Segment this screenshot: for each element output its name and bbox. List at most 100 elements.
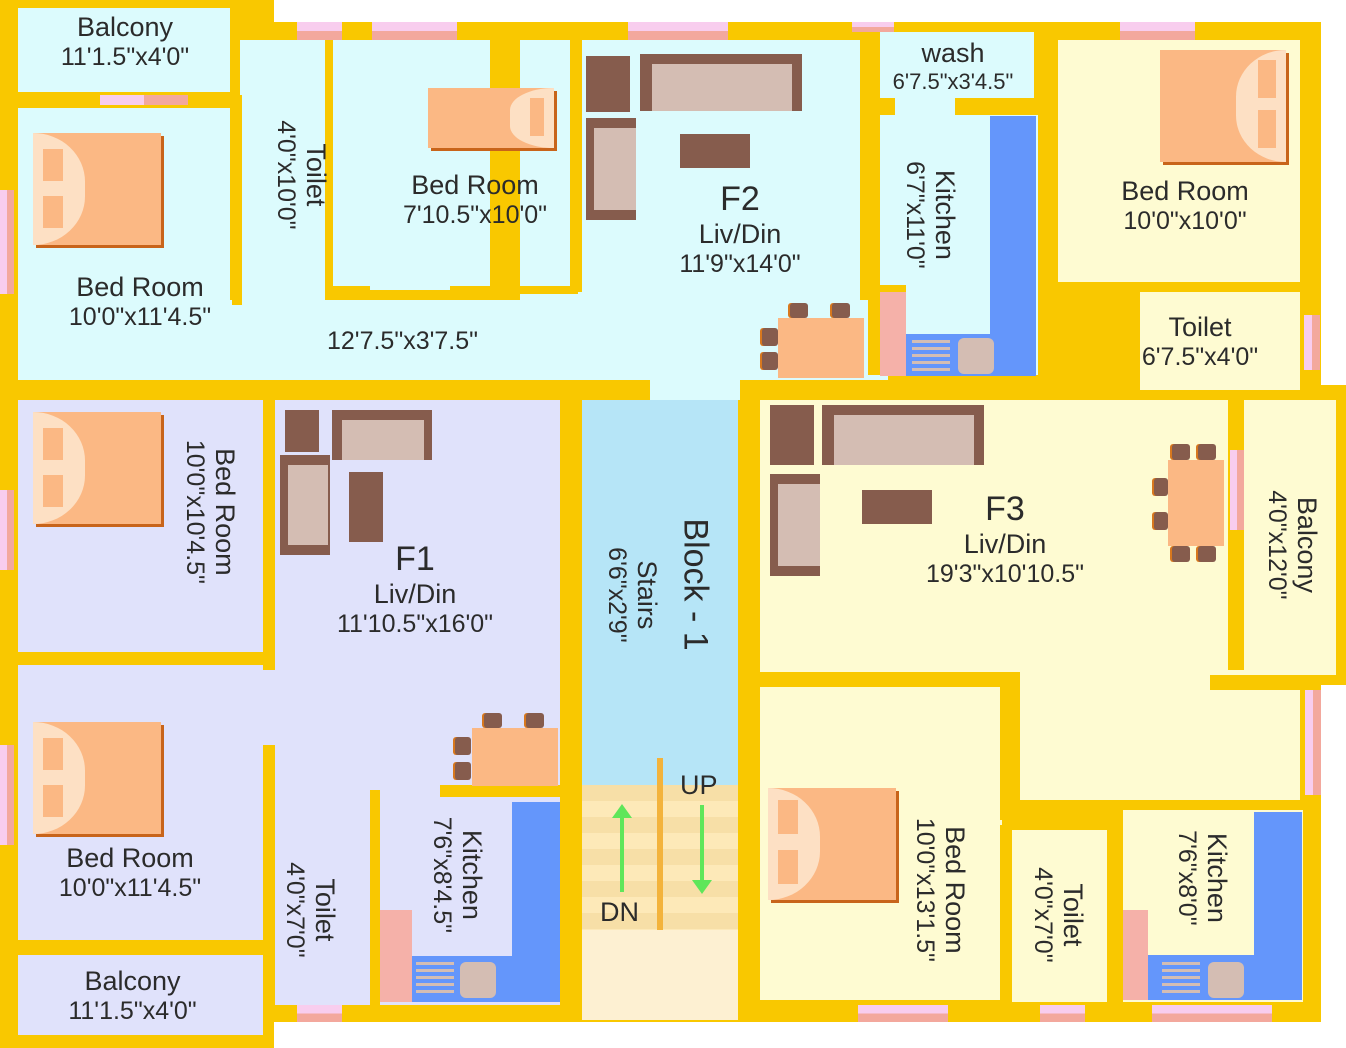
window xyxy=(0,490,14,570)
f2-living-label: F2 Liv/Din 11'9"x14'0" xyxy=(650,180,830,279)
room-dims: 10'0"x11'4.5" xyxy=(68,303,212,332)
room-name: wash xyxy=(921,38,985,68)
stairs-down-label: DN xyxy=(600,897,639,927)
f3-balcony xyxy=(1244,400,1336,675)
wall xyxy=(1130,290,1140,335)
window xyxy=(0,745,14,845)
room-name: Kitchen xyxy=(929,169,960,260)
room-dims: 10'0"x10'0" xyxy=(1123,207,1247,236)
wall xyxy=(1002,830,1012,1005)
room-name: Toilet xyxy=(1168,312,1232,342)
wall xyxy=(230,8,240,100)
f2-bedroom-mid xyxy=(330,40,490,290)
armchair xyxy=(770,405,814,465)
room-name: Toilet xyxy=(300,143,331,207)
f1-bedroom-bottom-label: Bed Room 10'0"x11'4.5" xyxy=(30,843,230,903)
room-name: Bed Room xyxy=(209,448,240,576)
room-name: Balcony xyxy=(84,966,181,996)
room-dims: 10'0"x13'1.5" xyxy=(910,817,939,962)
f3-bedroom-bottom-label: Bed Room 10'0"x13'1.5" xyxy=(910,790,970,990)
room-dims: 10'0"x11'4.5" xyxy=(58,874,202,903)
chair xyxy=(1172,444,1190,460)
f3-toilet-top xyxy=(1140,290,1300,390)
stair-divider xyxy=(657,758,663,930)
bed xyxy=(33,722,161,834)
chair xyxy=(790,303,808,318)
stove-icon xyxy=(416,958,454,997)
room-name: Toilet xyxy=(309,878,340,942)
sink-icon xyxy=(958,338,994,374)
room-name: Liv/Din xyxy=(373,579,457,610)
wall xyxy=(1002,820,1120,830)
room-name: Balcony xyxy=(76,12,174,42)
f2-bedroom-left-label: Bed Room 10'0"x11'4.5" xyxy=(40,272,240,332)
f2-lobby xyxy=(650,370,740,405)
sofa xyxy=(586,118,636,220)
chair xyxy=(1198,546,1216,562)
wall xyxy=(1110,800,1123,1005)
wall xyxy=(1130,282,1300,292)
chair xyxy=(1154,478,1168,496)
sofa xyxy=(822,405,984,465)
f3-kitchen-label: Kitchen 7'6"x8'0" xyxy=(1172,808,1232,948)
armchair xyxy=(285,410,319,452)
window xyxy=(1120,22,1195,40)
coffee-table xyxy=(862,490,932,524)
room-dims: 10'0"x10'4.5" xyxy=(180,439,209,584)
sofa xyxy=(332,410,432,460)
room-dims: 6'7"x11'0" xyxy=(900,161,929,269)
stove-icon xyxy=(1162,958,1200,997)
room-dims: 7'6"x8'0" xyxy=(1172,830,1201,926)
window xyxy=(1304,315,1320,370)
room-name: Kitchen xyxy=(1201,832,1232,923)
wall xyxy=(1120,800,1165,810)
chair xyxy=(1198,444,1216,460)
chair xyxy=(762,352,778,370)
wall xyxy=(740,672,1020,687)
wall xyxy=(738,400,760,1020)
dining-table xyxy=(778,318,864,378)
kitchen-shelf xyxy=(880,292,906,376)
f2-wash-label: wash 6'7.5"x3'4.5" xyxy=(878,38,1028,94)
wall xyxy=(18,92,98,106)
f1-balcony xyxy=(18,955,263,1035)
flat-label: F3 xyxy=(985,490,1025,528)
room-name: Balcony xyxy=(1291,496,1322,593)
f2-kitchen-door xyxy=(895,98,955,115)
armchair xyxy=(586,56,630,112)
window xyxy=(372,22,457,40)
window xyxy=(858,1005,948,1022)
window xyxy=(1152,1005,1272,1022)
wall xyxy=(325,40,333,290)
wall xyxy=(1210,675,1300,690)
pillow xyxy=(768,788,820,900)
room-dims: 4'0"x12'0" xyxy=(1262,490,1291,600)
room-dims: 11'1.5"x4'0" xyxy=(68,997,197,1026)
stair-landing xyxy=(582,930,738,1020)
kitchen-shelf xyxy=(1123,910,1148,1000)
room-name: Liv/Din xyxy=(963,529,1047,560)
wall xyxy=(570,40,582,292)
dining-table xyxy=(1168,460,1224,546)
f3-toilet-bottom xyxy=(1012,830,1107,1002)
f1-bedroom-top-label: Bed Room 10'0"x10'4.5" xyxy=(180,402,240,622)
wall xyxy=(560,400,582,630)
wall xyxy=(1000,690,1012,820)
pillow xyxy=(1236,50,1286,162)
room-dims: 4'0"x10'0" xyxy=(271,120,300,230)
room-name: Toilet xyxy=(1057,883,1088,947)
window xyxy=(100,95,188,105)
room-dims: 6'7.5"x4'0" xyxy=(1141,343,1259,372)
sink-icon xyxy=(460,962,496,998)
dining-table xyxy=(472,728,558,786)
f3-toilet-top-label: Toilet 6'7.5"x4'0" xyxy=(1120,312,1280,372)
room-name: Liv/Din xyxy=(698,219,782,250)
window xyxy=(852,22,894,32)
chair xyxy=(455,737,471,755)
room-dims: 6'7.5"x3'4.5" xyxy=(892,69,1014,95)
f3-living-label: F3 Liv/Din 19'3"x10'10.5" xyxy=(905,490,1105,589)
f2-toilet xyxy=(240,40,325,310)
f2-balcony-label: Balcony 11'1.5"x4'0" xyxy=(45,12,205,72)
window xyxy=(628,22,728,40)
f3-balcony-label: Balcony 4'0"x12'0" xyxy=(1262,475,1322,615)
